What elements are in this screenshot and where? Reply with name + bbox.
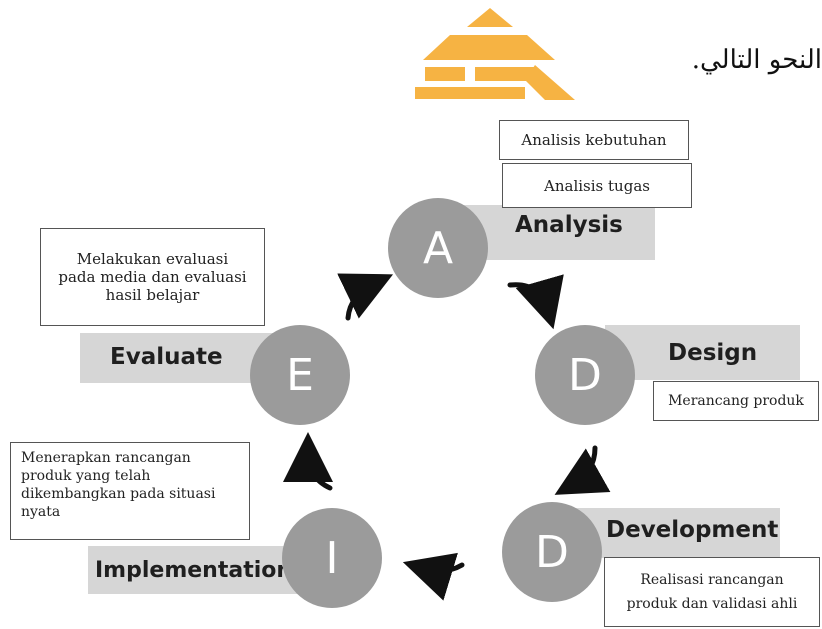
analysis-title: Analysis: [515, 212, 623, 238]
arrow-development-to-implementation: [402, 552, 465, 601]
evaluate-note: Melakukan evaluasi pada media dan evalua…: [40, 228, 265, 326]
arabic-header-text: النحو التالي.: [691, 45, 822, 75]
implementation-note: Menerapkan rancangan produk yang telah d…: [10, 442, 250, 540]
development-note: Realisasi rancangan produk dan validasi …: [604, 557, 820, 627]
analysis-note-2: Analisis tugas: [502, 163, 692, 208]
watermark-logo: [415, 8, 575, 100]
arrow-evaluate-to-analysis: [337, 273, 394, 321]
development-circle: D: [502, 502, 602, 602]
evaluate-title: Evaluate: [110, 344, 223, 370]
design-circle: D: [535, 325, 635, 425]
arrow-implementation-to-evaluate: [283, 432, 334, 491]
development-title: Development: [606, 517, 779, 543]
design-title: Design: [668, 340, 758, 366]
implementation-title: Implementation: [95, 558, 293, 583]
arrow-analysis-to-design: [507, 274, 564, 330]
implementation-circle: I: [282, 508, 382, 608]
analysis-note-1: Analisis kebutuhan: [499, 120, 689, 160]
arrow-design-to-development: [554, 445, 611, 495]
design-note: Merancang produk: [653, 381, 819, 421]
implementation-band: [88, 546, 313, 594]
analysis-circle: A: [388, 198, 488, 298]
design-band: [605, 325, 800, 380]
evaluate-circle: E: [250, 325, 350, 425]
